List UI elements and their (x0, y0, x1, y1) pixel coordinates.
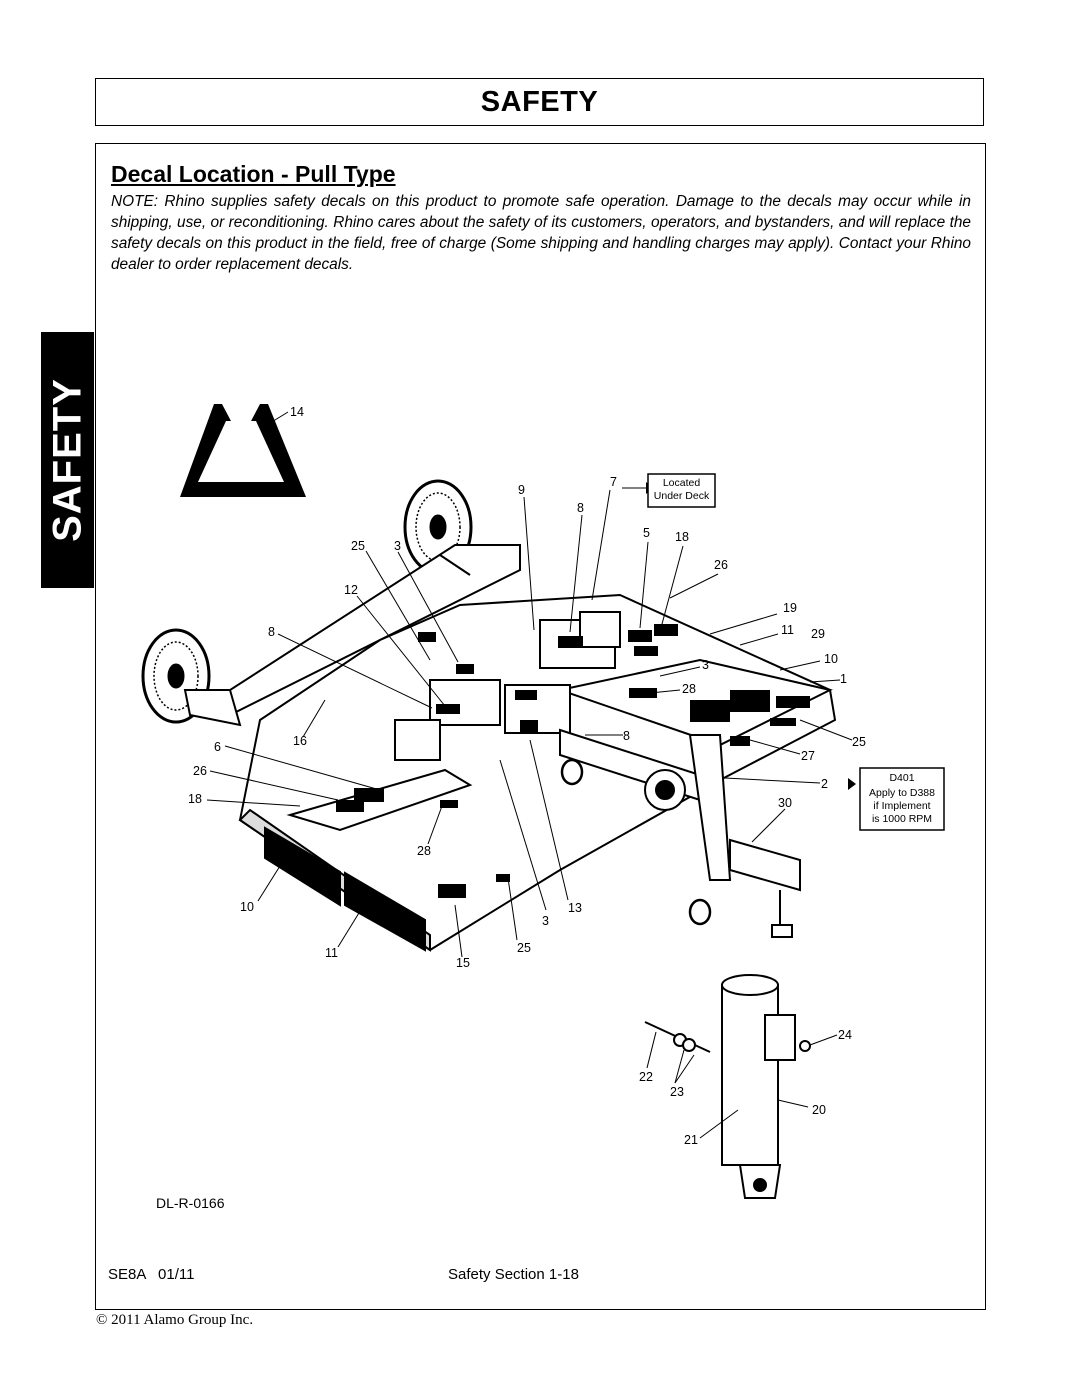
callout-21: 21 (684, 1133, 698, 1147)
callout-23: 23 (670, 1085, 684, 1099)
callout-15: 15 (456, 956, 470, 970)
d401-line2: Apply to D388 (869, 787, 935, 799)
callout-25c: 25 (517, 941, 531, 955)
section-heading: Decal Location - Pull Type (111, 161, 396, 187)
callout-27: 27 (801, 749, 815, 763)
header-box: SAFETY (95, 78, 984, 126)
d401-note-box: D401 Apply to D388 if Implement is 1000 … (859, 767, 945, 831)
callout-5: 5 (643, 526, 650, 540)
callout-9: 9 (518, 483, 525, 497)
callout-22: 22 (639, 1070, 653, 1084)
callout-3b: 3 (702, 658, 709, 672)
footer-page-number: Safety Section 1-18 (448, 1266, 579, 1283)
d401-line4: is 1000 RPM (872, 813, 932, 825)
located-line1: Located (663, 477, 701, 489)
callout-11: 11 (781, 623, 794, 637)
d401-line1: D401 (889, 772, 914, 784)
callout-2: 2 (821, 777, 828, 791)
callout-8b: 8 (268, 625, 275, 639)
copyright-notice: © 2011 Alamo Group Inc. (96, 1312, 254, 1328)
callout-26: 26 (714, 558, 728, 572)
callout-28: 28 (682, 682, 696, 696)
footer-doc-code: SE8A 01/11 (108, 1266, 195, 1283)
callout-8c: 8 (623, 729, 630, 743)
callout-10: 10 (824, 652, 838, 666)
callout-16: 16 (293, 734, 307, 748)
smv-triangle-icon (180, 404, 306, 497)
callout-29: 29 (811, 627, 825, 641)
callout-18b: 18 (188, 792, 202, 806)
callout-numbers: 14 9 7 8 5 18 25 3 26 12 19 11 29 8 10 3… (188, 405, 866, 1147)
wheel-front (141, 628, 211, 724)
callout-7: 7 (610, 475, 617, 489)
located-line2: Under Deck (654, 490, 710, 502)
callout-12: 12 (344, 583, 358, 597)
callout-19: 19 (783, 601, 797, 615)
callout-24: 24 (838, 1028, 852, 1042)
callout-20: 20 (812, 1103, 826, 1117)
callout-6: 6 (214, 740, 221, 754)
callout-18: 18 (675, 530, 689, 544)
decal-patches (336, 624, 810, 898)
callout-3: 3 (394, 539, 401, 553)
note-paragraph: NOTE: Rhino supplies safety decals on th… (111, 191, 971, 275)
leader-lines (206, 411, 853, 1139)
callout-28b: 28 (417, 844, 431, 858)
callout-10b: 10 (240, 900, 254, 914)
pivot-post (644, 974, 811, 1199)
side-tab: SAFETY (41, 332, 94, 588)
located-under-deck-box: Located Under Deck (647, 473, 716, 508)
d401-line3: if Implement (873, 800, 930, 812)
callout-14: 14 (290, 405, 304, 419)
callout-11b: 11 (325, 946, 338, 960)
callout-25b: 25 (852, 735, 866, 749)
callout-26b: 26 (193, 764, 207, 778)
callout-1: 1 (840, 672, 847, 686)
callout-3c: 3 (542, 914, 549, 928)
note-label: NOTE: (111, 193, 159, 210)
drawing-number: DL-R-0166 (156, 1195, 225, 1211)
callout-25: 25 (351, 539, 365, 553)
content-frame (95, 143, 986, 1310)
gearbox-assembly (394, 611, 801, 938)
callout-13: 13 (568, 901, 582, 915)
callout-8: 8 (577, 501, 584, 515)
note-text: Rhino supplies safety decals on this pro… (111, 193, 971, 273)
callout-30: 30 (778, 796, 792, 810)
page-title: SAFETY (480, 86, 599, 118)
